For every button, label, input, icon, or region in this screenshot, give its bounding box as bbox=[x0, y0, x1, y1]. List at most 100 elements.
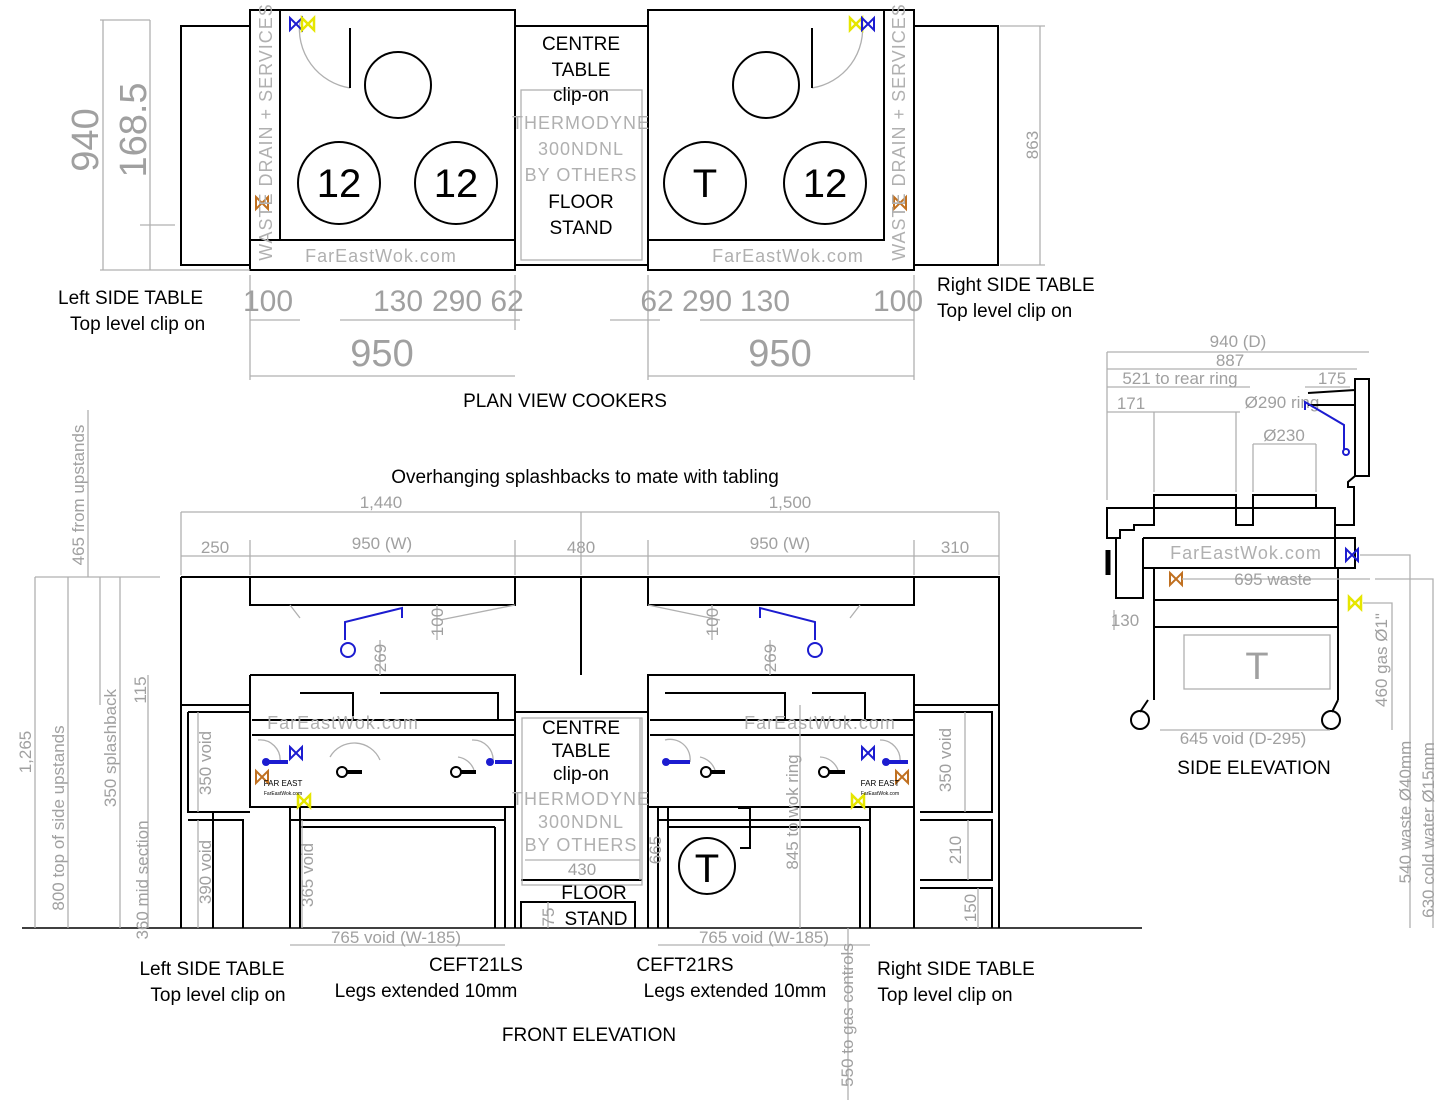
right-side-table-note: Top level clip on bbox=[877, 985, 1012, 1006]
dim: 521 to rear ring bbox=[1122, 369, 1237, 388]
knob-icon bbox=[262, 758, 270, 766]
front-dim-lines bbox=[34, 410, 979, 1100]
centre-label: CENTRE bbox=[542, 34, 620, 55]
rear-ring bbox=[364, 51, 432, 119]
dim: 365 void bbox=[298, 843, 317, 907]
burner-label: 12 bbox=[434, 162, 479, 206]
dim-950: 950 bbox=[350, 333, 413, 375]
castor-wheel bbox=[1130, 710, 1150, 730]
centre-label: clip-on bbox=[553, 764, 609, 785]
service-dim-lines bbox=[1113, 554, 1434, 928]
watermark: FarEastWok.com bbox=[712, 246, 864, 266]
water-valve-icon bbox=[848, 14, 864, 34]
centre-model-label: BY OTHERS bbox=[525, 165, 638, 185]
gas-valve-icon bbox=[861, 15, 875, 33]
gas-valve-icon bbox=[1345, 546, 1359, 564]
dim: 150 bbox=[961, 894, 980, 922]
burner-label: 12 bbox=[803, 162, 848, 206]
side-elevation: 940 (D) 887 521 to rear ring 175 171 Ø29… bbox=[1105, 332, 1438, 928]
centre-label: STAND bbox=[550, 218, 613, 239]
right-side-table-elev bbox=[913, 704, 1000, 928]
dim: 1,265 bbox=[16, 731, 35, 774]
centre-model-label: BY OTHERS bbox=[525, 835, 638, 855]
left-side-table-label: Left SIDE TABLE bbox=[139, 959, 284, 980]
knob-icon bbox=[818, 766, 830, 778]
brand-badge: FAR EAST bbox=[861, 779, 900, 788]
left-model-note: Legs extended 10mm bbox=[335, 981, 518, 1002]
left-side-table-label: Left SIDE TABLE bbox=[58, 288, 203, 309]
t-burner-label: T bbox=[695, 847, 719, 891]
services-label: WASTE DRAIN + SERVICES bbox=[256, 3, 276, 261]
centre-model-label: 300NDNL bbox=[538, 812, 624, 832]
right-cooker-inner bbox=[648, 10, 885, 241]
centre-label: TABLE bbox=[552, 60, 611, 81]
plan-vertical-dims bbox=[100, 19, 1045, 271]
tap-swing-arc bbox=[298, 19, 351, 89]
dim: 130 bbox=[740, 285, 790, 318]
t-burner bbox=[678, 837, 736, 895]
dim: 430 bbox=[568, 860, 596, 879]
dim: 1,440 bbox=[360, 493, 403, 512]
right-model-label: CEFT21RS bbox=[636, 955, 733, 976]
dim-950: 950 bbox=[748, 333, 811, 375]
burner-12 bbox=[783, 141, 867, 225]
watermark: FarEastWok.com bbox=[1170, 543, 1322, 563]
dim: 130 bbox=[373, 285, 423, 318]
t-burner-label: T bbox=[1245, 646, 1268, 688]
dim: 350 void bbox=[936, 728, 955, 792]
left-model-label: CEFT21LS bbox=[429, 955, 523, 976]
dim: 350 void bbox=[196, 731, 215, 795]
dim: 62 bbox=[640, 285, 673, 318]
dim-863: 863 bbox=[1023, 131, 1042, 159]
dim: 350 splashback bbox=[101, 688, 120, 807]
centre-model-label: THERMODYNE bbox=[512, 789, 650, 809]
left-side-table-note: Top level clip on bbox=[70, 314, 205, 335]
tap-knob bbox=[1342, 448, 1350, 456]
dim: 75 bbox=[539, 908, 558, 927]
waste-valve-icon bbox=[255, 768, 269, 786]
gas-tap bbox=[759, 606, 816, 640]
tap-knob bbox=[340, 642, 356, 658]
left-side-table-plan bbox=[180, 25, 251, 266]
dim: Ø230 bbox=[1263, 426, 1305, 445]
knob-icon bbox=[450, 766, 462, 778]
knob-icon bbox=[662, 758, 670, 766]
burner-label: T bbox=[693, 162, 717, 206]
watermark: FarEastWok.com bbox=[305, 246, 457, 266]
dim: 1,500 bbox=[769, 493, 812, 512]
dim: 290 bbox=[682, 285, 732, 318]
centre-table-elev bbox=[514, 711, 649, 928]
dim: 100 bbox=[873, 285, 923, 318]
brand-badge-url: FarEastWok.com bbox=[861, 791, 899, 797]
tap-swing-arc bbox=[811, 19, 864, 89]
burner-label: 12 bbox=[317, 162, 362, 206]
dim: 290 bbox=[432, 285, 482, 318]
brand-badge-url: FarEastWok.com bbox=[264, 791, 302, 797]
water-valve-icon bbox=[850, 791, 866, 811]
centre-label: TABLE bbox=[552, 741, 611, 762]
watermark: FarEastWok.com bbox=[267, 713, 419, 733]
dim: 480 bbox=[567, 538, 595, 557]
dim: 269 bbox=[761, 644, 780, 672]
dim: 800 top of side upstands bbox=[49, 725, 68, 910]
dim: 550 to gas controls bbox=[838, 943, 857, 1087]
splashback-note: Overhanging splashbacks to mate with tab… bbox=[391, 467, 779, 488]
floor-stand-elev bbox=[521, 717, 643, 886]
right-cooker-plan bbox=[647, 9, 915, 271]
dim: Ø290 ring bbox=[1245, 393, 1320, 412]
dim: 645 void (D-295) bbox=[1180, 729, 1307, 748]
left-cooker-body bbox=[249, 674, 516, 808]
side-dim-lines bbox=[1106, 351, 1369, 500]
brand-badge: FAR EAST bbox=[264, 779, 303, 788]
tap-swing bbox=[289, 604, 861, 621]
castor-wheel bbox=[1321, 710, 1341, 730]
dim: 630 cold water Ø15mm bbox=[1419, 742, 1438, 918]
side-frame bbox=[1106, 508, 1356, 713]
dim: 845 to wok ring bbox=[783, 754, 802, 869]
right-side-table-plan bbox=[913, 25, 999, 266]
knob-icon bbox=[882, 758, 890, 766]
right-side-table-label: Right SIDE TABLE bbox=[877, 959, 1035, 980]
dim: 269 bbox=[371, 644, 390, 672]
dim: 465 from upstands bbox=[69, 425, 88, 566]
dim-168: 168.5 bbox=[113, 82, 155, 177]
